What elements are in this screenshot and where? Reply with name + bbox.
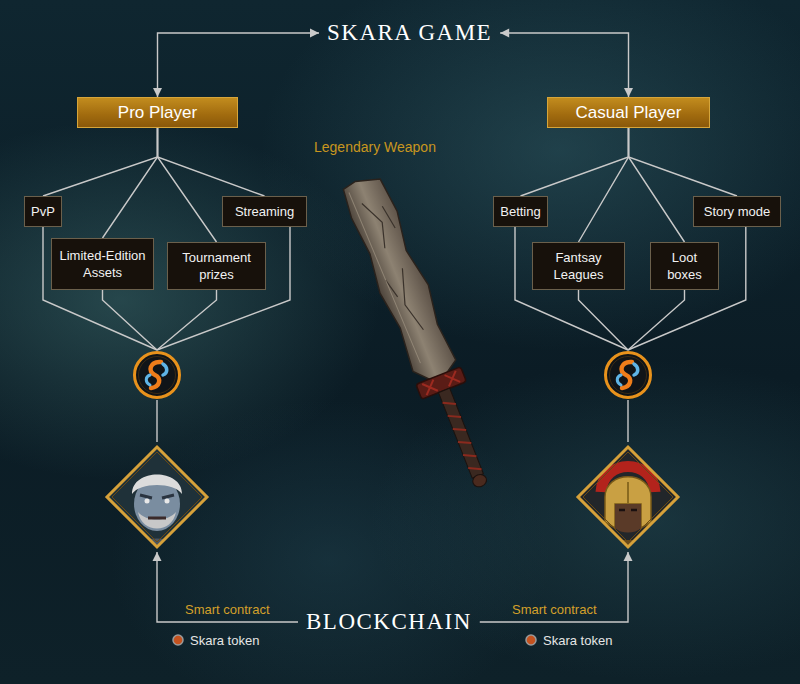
token-logo <box>132 350 182 400</box>
edge-label: Smart contract <box>512 602 597 617</box>
arrow-head <box>624 88 633 97</box>
player-avatar <box>573 442 683 552</box>
connector-line <box>43 227 157 350</box>
connector-line <box>43 128 158 196</box>
connector-line <box>103 128 158 238</box>
pro-avatar <box>102 442 212 552</box>
connector <box>158 128 217 242</box>
connector <box>515 227 628 350</box>
connector <box>103 290 158 350</box>
edge-label: Smart contract <box>185 602 270 617</box>
connector <box>103 128 158 238</box>
connector-line <box>156 400 157 442</box>
arrow-head <box>500 29 509 38</box>
connector <box>579 290 629 350</box>
feature-box: Betting <box>493 196 548 227</box>
connector-line <box>628 227 746 350</box>
token-label: Skara token <box>190 633 259 648</box>
connector <box>500 29 633 98</box>
connector <box>628 400 629 442</box>
skara-logo <box>603 350 653 400</box>
connector-line <box>158 128 265 196</box>
connector <box>157 227 290 350</box>
skara-logo <box>132 350 182 400</box>
arrow-head <box>153 552 162 561</box>
connector <box>629 128 685 242</box>
connector <box>157 290 217 350</box>
node-text: Betting <box>500 203 540 220</box>
node-text: Story mode <box>704 203 770 220</box>
feature-box: Story mode <box>693 196 781 227</box>
node-text: Tournament prizes <box>174 249 259 283</box>
connector-line <box>158 128 217 242</box>
connector <box>43 128 158 196</box>
feature-box: Streaming <box>222 196 307 227</box>
feature-box: PvP <box>24 196 62 227</box>
arrow-head <box>153 88 162 97</box>
node-text: Loot boxes <box>661 249 708 283</box>
connector-line <box>579 290 629 350</box>
connector-line <box>157 552 298 622</box>
token-logo <box>603 350 653 400</box>
illustration-caption: Legendary Weapon <box>314 139 436 155</box>
arrow-head <box>624 552 633 561</box>
connector-line <box>103 290 158 350</box>
feature-box: Loot boxes <box>650 242 719 290</box>
connector <box>628 290 685 350</box>
connector <box>628 227 746 350</box>
diagram-heading: BLOCKCHAIN <box>306 608 472 636</box>
node-text: Casual Player <box>576 103 682 123</box>
node-text: Fantsay Leagues <box>539 249 618 283</box>
connector-line <box>158 33 320 97</box>
connector-line <box>628 290 685 350</box>
player-type-box: Casual Player <box>547 97 710 128</box>
feature-box: Tournament prizes <box>167 242 266 290</box>
connector-line <box>629 128 685 242</box>
node-text: Streaming <box>235 203 294 220</box>
node-text: SKARA GAME <box>327 19 492 47</box>
diagram-heading: SKARA GAME <box>327 19 492 47</box>
feature-box: Limited-Edition Assets <box>51 238 154 290</box>
connector-line <box>157 227 290 350</box>
arrow-head <box>310 29 319 38</box>
connector-line <box>627 400 628 442</box>
connector-line <box>515 227 628 350</box>
connector-line <box>157 290 217 350</box>
player-type-box: Pro Player <box>77 97 238 128</box>
connector <box>480 552 633 622</box>
connector <box>153 552 299 622</box>
connector <box>579 128 629 242</box>
node-text: BLOCKCHAIN <box>306 608 472 636</box>
connector <box>153 29 319 98</box>
connector <box>629 128 738 196</box>
node-text: Pro Player <box>118 103 197 123</box>
token-label: Skara token <box>543 633 612 648</box>
casual-avatar <box>573 442 683 552</box>
node-text: Limited-Edition Assets <box>57 247 148 281</box>
connector-line <box>579 128 629 242</box>
connector-line <box>500 33 628 97</box>
connector <box>158 128 265 196</box>
connector <box>157 400 158 442</box>
feature-box: Fantsay Leagues <box>532 242 625 290</box>
connector-line <box>480 552 628 622</box>
node-text: PvP <box>31 203 55 220</box>
player-avatar <box>102 442 212 552</box>
connector <box>43 227 157 350</box>
connector-line <box>629 128 738 196</box>
legendary-sword <box>339 170 505 495</box>
